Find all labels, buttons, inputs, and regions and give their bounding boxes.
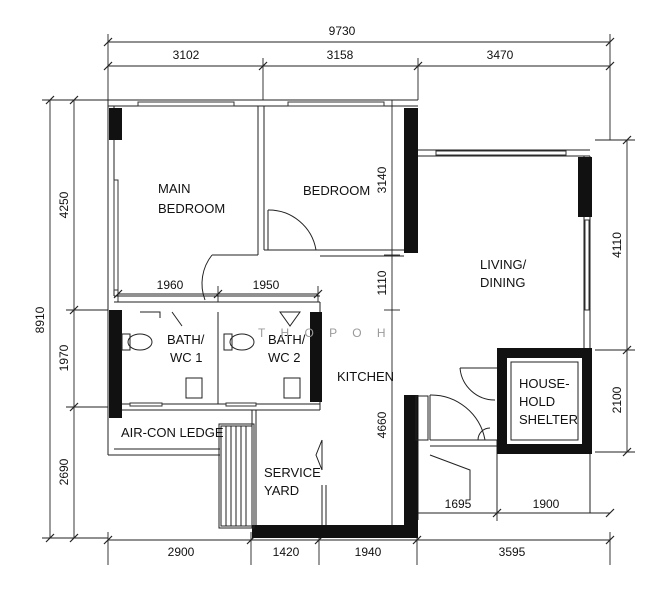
- dim-kitchen-1: 3140: [375, 166, 389, 193]
- dim-left-1: 4250: [57, 191, 71, 218]
- room-labels: MAIN BEDROOM BEDROOM LIVING/ DINING BATH…: [121, 181, 578, 498]
- service-yard-label-2: YARD: [264, 483, 299, 498]
- solid-walls: [109, 108, 592, 538]
- dim-top-2: 3158: [327, 48, 354, 62]
- dim-left-2: 1970: [57, 344, 71, 371]
- dimension-lines: [42, 34, 635, 565]
- wall-outlines: [107, 99, 591, 528]
- dim-bottom-1: 2900: [168, 545, 195, 559]
- air-con-ledge-label: AIR-CON LEDGE: [121, 425, 224, 440]
- dim-kitchen-2: 1110: [375, 270, 389, 295]
- living-dining-label-1: LIVING/: [480, 257, 527, 272]
- main-bedroom-label-1: MAIN: [158, 181, 191, 196]
- bath-wc2-label-2: WC 2: [268, 350, 301, 365]
- doors: [140, 209, 497, 500]
- dim-top-1: 3102: [173, 48, 200, 62]
- shelter-label-1: HOUSE-: [519, 376, 570, 391]
- dim-bath-2: 1950: [253, 278, 280, 292]
- watermark: T H O P O H: [258, 326, 392, 340]
- shelter-label-2: HOLD: [519, 394, 555, 409]
- dim-bottom-2: 1420: [273, 545, 300, 559]
- dim-shelter-1: 1695: [445, 497, 472, 511]
- bedroom-label: BEDROOM: [303, 183, 370, 198]
- bath-wc2-label-1: BATH/: [268, 332, 306, 347]
- kitchen-label: KITCHEN: [337, 369, 394, 384]
- bath-wc1-label-1: BATH/: [167, 332, 205, 347]
- dim-kitchen-3: 4660: [375, 411, 389, 438]
- dim-left-3: 2690: [57, 458, 71, 485]
- dim-left-total: 8910: [33, 306, 47, 333]
- dim-bottom-3: 1940: [355, 545, 382, 559]
- dim-top-3: 3470: [487, 48, 514, 62]
- fixtures: [121, 333, 327, 529]
- bath-wc1-label-2: WC 1: [170, 350, 203, 365]
- dim-right-2: 2100: [610, 386, 624, 413]
- main-bedroom-label-2: BEDROOM: [158, 201, 225, 216]
- living-dining-label-2: DINING: [480, 275, 526, 290]
- dim-bath-1: 1960: [157, 278, 184, 292]
- dim-right-1: 4110: [610, 232, 624, 258]
- windows: [113, 101, 590, 407]
- shelter-label-3: SHELTER: [519, 412, 578, 427]
- service-yard-label-1: SERVICE: [264, 465, 321, 480]
- dim-bottom-4: 3595: [499, 545, 526, 559]
- dim-shelter-2: 1900: [533, 497, 560, 511]
- dimension-text: 9730 3102 3158 3470 2900 1420 1940 3595 …: [33, 24, 624, 559]
- dim-top-total: 9730: [329, 24, 356, 38]
